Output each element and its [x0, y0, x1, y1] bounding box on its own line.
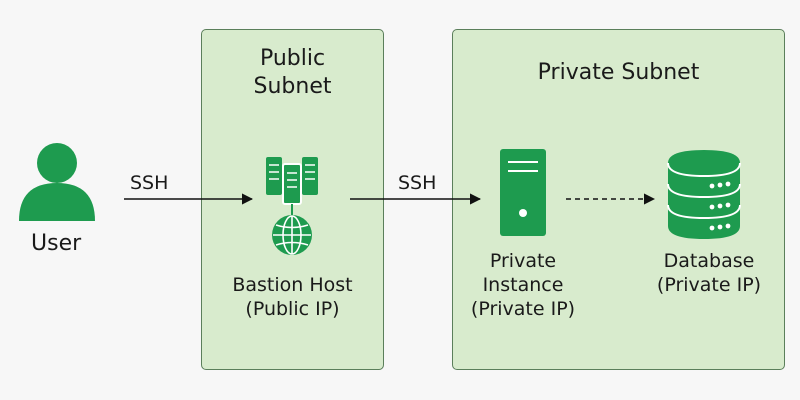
user-label: User [31, 231, 82, 256]
user-icon [19, 143, 95, 221]
database-label: Database (Private IP) [656, 250, 762, 296]
public-subnet-title: Public Subnet [253, 46, 332, 99]
ssh-label-left: SSH [130, 172, 169, 194]
database-icon [667, 150, 741, 239]
ssh-label-right: SSH [398, 172, 437, 194]
bastion-host-label: Bastion Host (Public IP) [232, 274, 353, 320]
server-icon [500, 149, 546, 236]
globe-icon [272, 215, 312, 255]
private-instance-label: Private Instance (Private IP) [470, 250, 576, 320]
private-subnet-title: Private Subnet [537, 60, 700, 85]
server-cluster-icon [266, 157, 318, 216]
